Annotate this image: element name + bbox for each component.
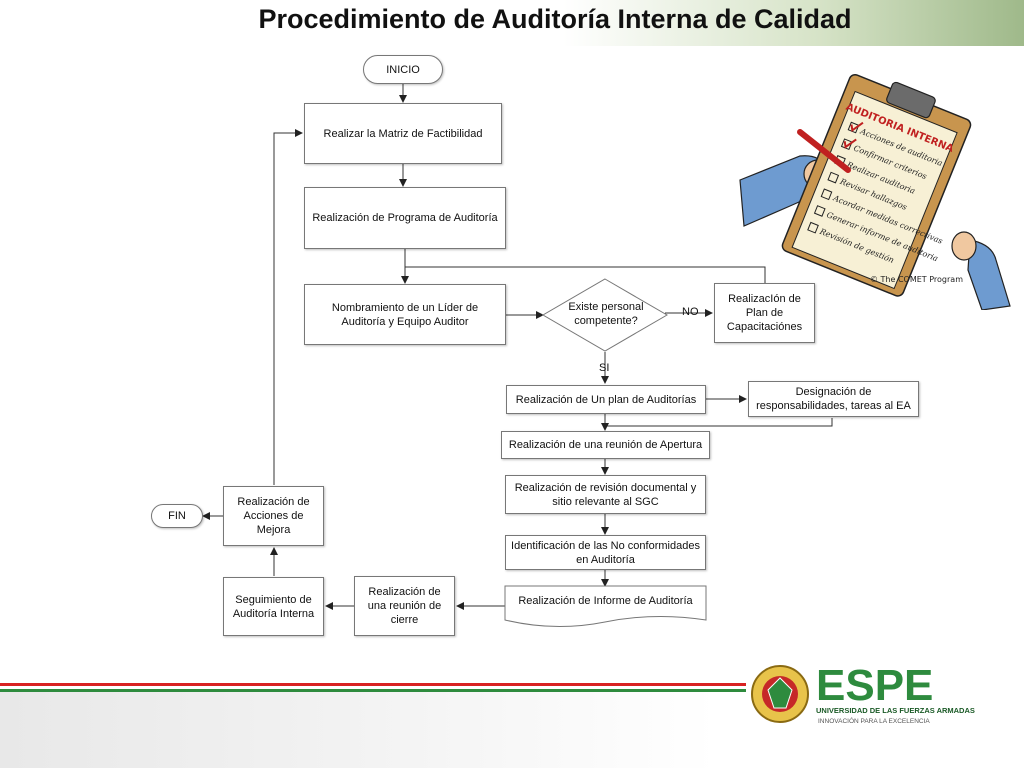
cierre-label: Realización de una reunión de cierre <box>367 586 442 626</box>
footer-stripe-red <box>0 683 746 686</box>
right-hand-shape <box>967 239 1011 311</box>
espe-motto-text: INNOVACIÓN PARA LA EXCELENCIA <box>818 716 930 725</box>
title-band <box>0 0 1024 46</box>
espe-logo: ESPE UNIVERSIDAD DE LAS FUERZAS ARMADAS … <box>748 660 1008 730</box>
capacitaciones-step: RealizacIón de Plan de Capacitaciónes <box>714 283 815 343</box>
programa-label: Realización de Programa de Auditoría <box>312 212 498 224</box>
checkmark-1 <box>850 121 864 133</box>
noconformidades-label: Identificación de las No conformidades e… <box>511 539 700 566</box>
espe-university-text: UNIVERSIDAD DE LAS FUERZAS ARMADAS <box>816 706 975 715</box>
inicio-terminal: INICIO <box>363 55 443 84</box>
espe-wordmark: ESPE <box>816 661 933 710</box>
programa-step: Realización de Programa de Auditoría <box>304 187 506 249</box>
line-designacion-return <box>605 418 833 427</box>
plan-label: Realización de Un plan de Auditorías <box>515 393 697 406</box>
designacion-step: Designación de responsabilidades, tareas… <box>748 381 919 417</box>
nombramiento-step: Nombramiento de un Líder de Auditoría y … <box>304 284 506 345</box>
acciones-step: Realización de Acciones de Mejora <box>223 486 324 546</box>
capacitaciones-label: RealizacIón de Plan de Capacitaciónes <box>726 293 803 333</box>
audit-clipboard-illustration: AUDITORIA INTERNA Acciones de auditoria … <box>730 70 1020 311</box>
comet-credit: © The COMET Program <box>870 275 963 284</box>
si-label: SI <box>599 362 610 374</box>
acciones-label: Realización de Acciones de Mejora <box>237 496 310 536</box>
plan-step: Realización de Un plan de Auditorías <box>506 385 706 414</box>
footer-stripe-white <box>0 686 746 689</box>
checkmark-2 <box>843 138 857 149</box>
revision-step: Realización de revisión documental y sit… <box>505 475 706 514</box>
decision-label: Existe personal competente? <box>568 301 644 327</box>
red-pen-icon <box>797 129 851 173</box>
clipboard-clip <box>886 81 936 119</box>
right-fingers-shape <box>951 231 977 261</box>
no-label: NO <box>682 306 699 318</box>
page-title: Procedimiento de Auditoría Interna de Ca… <box>258 4 852 34</box>
matriz-label: Realizar la Matriz de Factibilidad <box>323 127 483 140</box>
line-capacitaciones-return <box>405 266 766 283</box>
revision-label: Realización de revisión documental y sit… <box>514 481 697 508</box>
fin-label: FIN <box>168 510 186 522</box>
informe-label: Realización de Informe de Auditoría <box>518 595 693 607</box>
clipboard-paper <box>791 90 958 290</box>
seguimiento-step: Seguimiento de Auditoría Interna <box>223 577 324 636</box>
cierre-step: Realización de una reunión de cierre <box>354 576 455 636</box>
footer-stripe-green <box>0 689 746 692</box>
clipboard-drawing: AUDITORIA INTERNA Acciones de auditoria … <box>739 73 1011 311</box>
informe-document-shape <box>504 585 707 628</box>
matriz-step: Realizar la Matriz de Factibilidad <box>304 103 502 164</box>
inicio-label: INICIO <box>386 63 420 76</box>
apertura-label: Realización de una reunión de Apertura <box>508 439 703 451</box>
footer-band <box>0 690 1024 768</box>
espe-logo-graphic: ESPE UNIVERSIDAD DE LAS FUERZAS ARMADAS … <box>751 661 975 725</box>
designacion-label: Designación de responsabilidades, tareas… <box>756 386 911 412</box>
noconformidades-step: Identificación de las No conformidades e… <box>505 535 706 570</box>
arrow-acciones-matriz <box>273 129 303 485</box>
nombramiento-label: Nombramiento de un Líder de Auditoría y … <box>331 301 479 328</box>
informe-step: Realización de Informe de Auditoría <box>505 587 706 615</box>
decision-diamond <box>542 278 668 352</box>
fin-terminal: FIN <box>151 504 203 528</box>
seguimiento-label: Seguimiento de Auditoría Interna <box>232 593 315 620</box>
apertura-step: Realización de una reunión de Apertura <box>501 431 710 459</box>
